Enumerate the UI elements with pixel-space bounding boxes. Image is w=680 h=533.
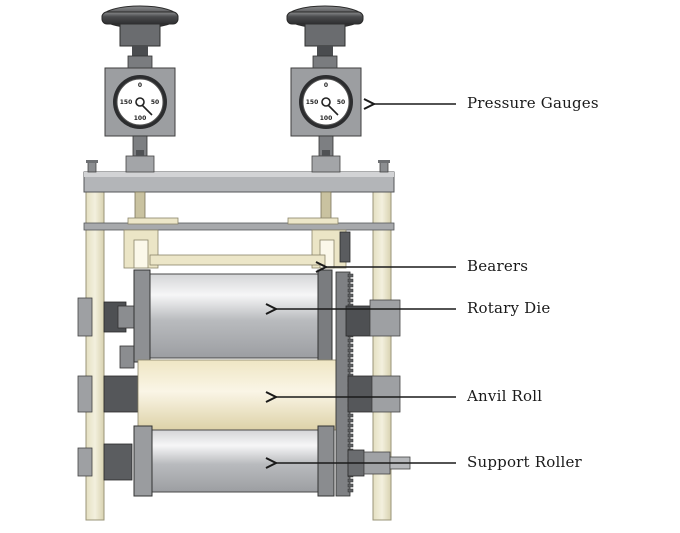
- gear-tooth: [347, 368, 354, 373]
- frame-posts: [85, 189, 392, 521]
- right-gauge-right-number: 50: [337, 99, 345, 106]
- callout-arrows: [276, 104, 456, 463]
- right-gauge-bottom-number: 100: [320, 115, 333, 122]
- right-gauge-top-number: 0: [324, 82, 328, 89]
- left-gauge-left-number: 150: [120, 99, 133, 106]
- lower-crossbar: [83, 222, 395, 231]
- gear-tooth: [347, 358, 354, 363]
- gear-tooth: [347, 338, 354, 343]
- gear-tooth: [347, 488, 354, 493]
- left-gauge-bottom-number: 100: [134, 115, 147, 122]
- gear-tooth: [347, 288, 354, 293]
- gear-tooth: [347, 343, 354, 348]
- left-gauge-right-number: 50: [151, 99, 159, 106]
- pressure-gauges-label: Pressure Gauges: [467, 94, 599, 112]
- gear-tooth: [347, 483, 354, 488]
- gear-tooth: [347, 418, 354, 423]
- rotary-die: [133, 269, 333, 363]
- support-roller-label: Support Roller: [467, 453, 582, 471]
- gear-tooth: [347, 283, 354, 288]
- right-gauge-assembly: 0 150 50 100: [286, 5, 364, 269]
- gear-tooth: [347, 363, 354, 368]
- gear-tooth: [347, 278, 354, 283]
- gear-tooth: [347, 413, 354, 418]
- gear-tooth: [347, 298, 354, 303]
- anvil-roll: [137, 359, 337, 431]
- gear-tooth: [347, 433, 354, 438]
- bearers-label: Bearers: [467, 257, 529, 275]
- gear-tooth: [347, 353, 354, 358]
- gear-tooth: [347, 428, 354, 433]
- right-gauge-left-number: 150: [306, 99, 319, 106]
- gear-tooth: [347, 478, 354, 483]
- gear-tooth: [347, 273, 354, 278]
- gear-tooth: [347, 423, 354, 428]
- gear-tooth: [347, 438, 354, 443]
- gear-tooth: [347, 348, 354, 353]
- support-roller: [133, 425, 335, 497]
- bearer-bar: [149, 254, 326, 266]
- gear-tooth: [347, 293, 354, 298]
- left-gauge-assembly: 0 150 50 100: [101, 5, 179, 269]
- anvil-roll-label: Anvil Roll: [467, 387, 543, 405]
- top-crossbar: [83, 160, 395, 193]
- left-gauge-top-number: 0: [138, 82, 142, 89]
- gear-tooth: [347, 443, 354, 448]
- rotary-die-label: Rotary Die: [467, 299, 551, 317]
- left-side-fittings: [77, 297, 139, 481]
